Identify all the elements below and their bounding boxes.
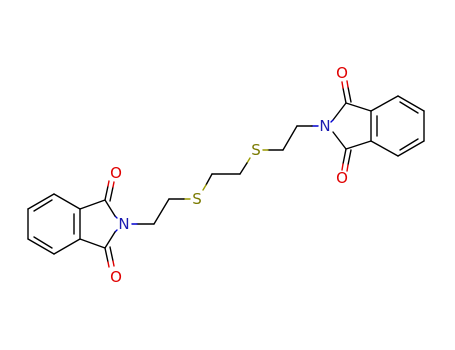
bond <box>79 199 106 210</box>
bond <box>397 95 425 112</box>
bond <box>104 185 109 201</box>
bond <box>33 199 53 212</box>
nitrogen-atom-left: N <box>118 215 129 233</box>
oxygen-atom-top-left: O <box>110 164 122 182</box>
bond <box>205 173 213 186</box>
bond <box>399 138 419 151</box>
bond <box>109 246 114 262</box>
bond <box>246 157 251 164</box>
oxygen-atom-bottom-right: O <box>336 169 348 187</box>
right-phthalimide <box>330 80 425 172</box>
bond <box>109 186 114 202</box>
atom-labels: O O N S S N O O <box>110 64 348 286</box>
bond <box>27 193 55 210</box>
oxygen-atom-top-right: O <box>336 64 348 82</box>
sulfur-atom-left: S <box>192 190 202 208</box>
bond <box>53 238 81 255</box>
bond <box>79 238 106 249</box>
bond <box>397 140 425 157</box>
bond <box>104 231 116 249</box>
bond <box>104 199 116 217</box>
bond <box>346 164 349 172</box>
sulfur-atom-right: S <box>251 141 261 159</box>
bond <box>202 184 207 191</box>
bond <box>345 140 372 150</box>
left-phthalimide <box>27 180 118 268</box>
bond <box>153 198 170 225</box>
bond <box>341 163 344 171</box>
bond <box>370 140 399 157</box>
bond <box>332 131 347 150</box>
bond <box>112 181 115 188</box>
bond <box>342 148 347 165</box>
bond <box>107 261 110 268</box>
bond <box>346 80 349 88</box>
bond <box>341 81 344 89</box>
nitrogen-atom-right: N <box>319 117 330 135</box>
bond <box>239 162 248 175</box>
bond <box>33 236 53 249</box>
bond <box>342 87 347 104</box>
bond <box>399 101 419 114</box>
bond <box>107 180 110 187</box>
bond <box>330 119 334 123</box>
bond <box>347 86 352 103</box>
bond <box>282 125 298 151</box>
bond <box>347 149 352 166</box>
bond <box>112 260 115 267</box>
bond <box>345 102 372 112</box>
bond <box>104 247 109 263</box>
bond <box>53 193 81 210</box>
bond <box>27 238 55 255</box>
bond <box>332 102 347 121</box>
bond <box>370 95 399 112</box>
oxygen-atom-bottom-left: O <box>110 268 122 286</box>
thioether-chain <box>131 125 319 225</box>
